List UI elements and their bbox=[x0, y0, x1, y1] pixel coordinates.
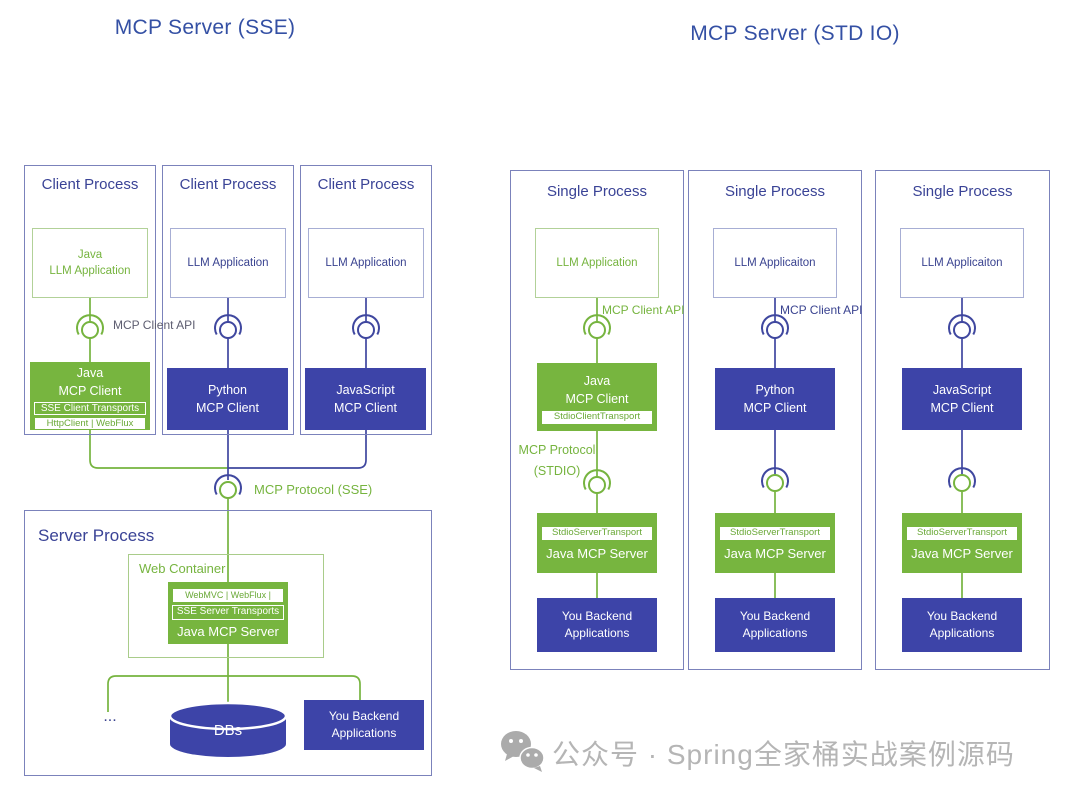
backend-applications-box: You Backend Applications bbox=[304, 700, 424, 750]
single-process-title: Single Process bbox=[546, 183, 648, 200]
mcp-client-api-label: MCP Client API bbox=[780, 303, 863, 317]
llm-application-box: LLM Applicaiton bbox=[900, 228, 1024, 298]
client-process-box-2: Client Process bbox=[162, 165, 294, 435]
socket-icon bbox=[352, 314, 380, 339]
java-mcp-server-label: Java MCP Server bbox=[177, 624, 279, 640]
llm-application-box: LLM Application bbox=[535, 228, 659, 298]
backend-applications-box: You Backend Applications bbox=[715, 598, 835, 652]
sse-server-transports-strip: SSE Server Transports bbox=[172, 604, 284, 620]
java-mcp-server-box: StdioServerTransport Java MCP Server bbox=[715, 513, 835, 573]
stdio-client-transport-strip: StdioClientTransport bbox=[542, 411, 652, 425]
single-process-title: Single Process bbox=[724, 183, 826, 200]
connector-line bbox=[228, 675, 361, 700]
mcp-client-label: Java MCP Client bbox=[565, 374, 629, 407]
java-mcp-server-box: StdioServerTransport Java MCP Server bbox=[537, 513, 657, 573]
mcp-client-api-label: MCP Client API bbox=[602, 303, 685, 317]
socket-icon bbox=[76, 314, 104, 339]
socket-icon bbox=[214, 314, 242, 339]
watermark-text: 公众号 · Spring全家桶实战案例源码 bbox=[552, 739, 1015, 770]
socket-icons bbox=[76, 314, 976, 499]
backend-applications-box: You Backend Applications bbox=[902, 598, 1022, 652]
httpclient-webflux-strip: HttpClient | WebFlux bbox=[35, 417, 145, 429]
single-process-box-3: Single Process bbox=[875, 170, 1050, 670]
stdio-server-transport-strip: StdioServerTransport bbox=[720, 526, 830, 540]
mcp-client-api-label: MCP Client API bbox=[113, 318, 196, 332]
javascript-mcp-client-box: JavaScript MCP Client bbox=[902, 368, 1022, 430]
client-process-box-1: Client Process bbox=[24, 165, 156, 435]
client-process-title: Client Process bbox=[41, 176, 139, 193]
wechat-icon bbox=[501, 731, 545, 772]
sse-client-transports-strip: SSE Client Transports bbox=[34, 401, 146, 415]
java-mcp-server-box: StdioServerTransport Java MCP Server bbox=[902, 513, 1022, 573]
connector-line bbox=[107, 675, 228, 712]
server-process-box bbox=[24, 510, 432, 776]
python-mcp-client-box: Python MCP Client bbox=[715, 368, 835, 430]
connector-line bbox=[89, 430, 228, 469]
web-container-box: Web Container bbox=[128, 554, 324, 658]
llm-application-box: Java LLM Application bbox=[32, 228, 148, 298]
webmvc-webflux-servlet-strip: WebMVC | WebFlux | Servlet bbox=[173, 588, 283, 602]
left-diagram-title: MCP Server (SSE) bbox=[114, 16, 296, 39]
java-mcp-server-label: Java MCP Server bbox=[546, 546, 648, 562]
right-diagram-title: MCP Server (STD IO) bbox=[690, 22, 900, 45]
llm-application-box: LLM Application bbox=[308, 228, 424, 298]
web-container-label: Web Container bbox=[139, 561, 226, 576]
socket-icon bbox=[583, 469, 611, 494]
client-process-title: Client Process bbox=[179, 176, 277, 193]
stdio-server-transport-strip: StdioServerTransport bbox=[542, 526, 652, 540]
connector-line bbox=[228, 430, 367, 469]
stdio-server-transport-strip: StdioServerTransport bbox=[907, 526, 1017, 540]
single-process-title: Single Process bbox=[912, 183, 1013, 200]
single-process-box-1: Single Process bbox=[510, 170, 684, 670]
llm-application-box: LLM Application bbox=[170, 228, 286, 298]
socket-icon bbox=[761, 314, 789, 339]
backend-applications-box: You Backend Applications bbox=[537, 598, 657, 652]
single-process-box-2: Single Process bbox=[688, 170, 862, 670]
java-mcp-client-box: Java MCP Client SSE Client Transports Ht… bbox=[30, 362, 150, 430]
java-mcp-client-box: Java MCP Client StdioClientTransport bbox=[537, 363, 657, 431]
dbs-label: DBs bbox=[213, 722, 243, 739]
socket-icon bbox=[948, 467, 976, 492]
ellipsis-label: ... bbox=[103, 708, 117, 725]
java-mcp-server-box: WebMVC | WebFlux | Servlet SSE Server Tr… bbox=[168, 582, 288, 644]
socket-icon bbox=[948, 314, 976, 339]
mcp-protocol-sse-label: MCP Protocol (SSE) bbox=[254, 482, 373, 497]
llm-application-box: LLM Applicaiton bbox=[713, 228, 837, 298]
socket-icon bbox=[583, 314, 611, 339]
java-mcp-server-label: Java MCP Server bbox=[724, 546, 826, 562]
mcp-client-label: Java MCP Client bbox=[58, 366, 122, 399]
client-process-box-3: Client Process bbox=[300, 165, 432, 435]
python-mcp-client-box: Python MCP Client bbox=[167, 368, 288, 430]
javascript-mcp-client-box: JavaScript MCP Client bbox=[305, 368, 426, 430]
mcp-protocol-stdio-label: MCP Protocol (STDIO) bbox=[518, 443, 596, 479]
java-mcp-server-label: Java MCP Server bbox=[911, 546, 1013, 562]
socket-icon bbox=[214, 474, 242, 499]
socket-icon bbox=[761, 467, 789, 492]
client-process-title: Client Process bbox=[317, 176, 415, 193]
server-process-title: Server Process bbox=[38, 526, 155, 545]
